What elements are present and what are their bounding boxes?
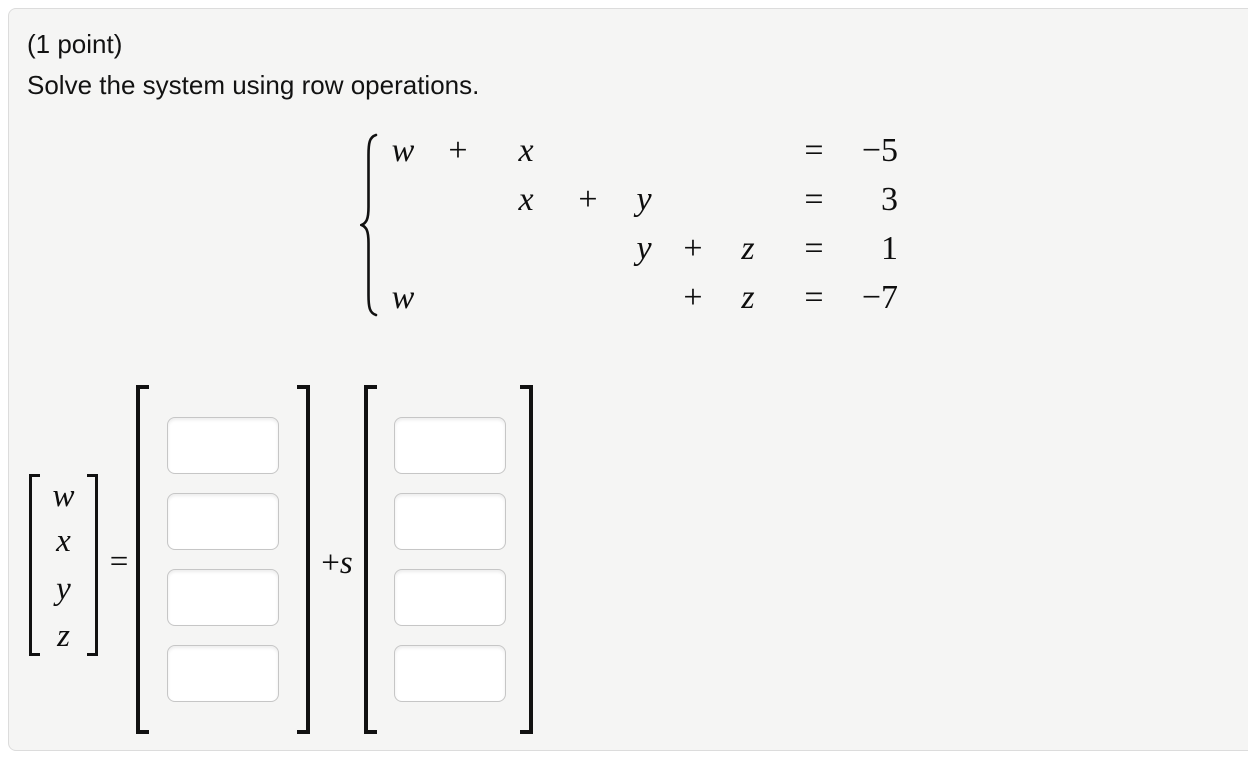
eq-cell: +: [578, 180, 598, 218]
eq-cell: 3: [881, 180, 898, 218]
bracket-right: [297, 385, 310, 734]
eq-cell: [669, 175, 717, 224]
plus-s-term: +s: [314, 545, 360, 581]
eq-cell: =: [804, 180, 824, 218]
eq-cell: −5: [861, 131, 898, 169]
equation-system: w + x = −5 x + y = 3 y + z = 1 w + z = −…: [385, 126, 898, 322]
eq-cell: [669, 126, 717, 175]
eq-cell: z: [741, 278, 755, 316]
variable-vector: w x y z: [29, 474, 98, 656]
system-brace: [360, 133, 378, 317]
eq-cell: −7: [861, 278, 898, 316]
eq-cell: [619, 273, 669, 322]
vector-entry-y: y: [56, 570, 71, 607]
eq-cell: [495, 273, 557, 322]
matrix2-entry-1-input[interactable]: [394, 417, 506, 474]
eq-cell: +: [448, 131, 468, 169]
eq-cell: w: [391, 131, 415, 169]
eq-cell: y: [636, 229, 652, 267]
eq-cell: =: [804, 229, 824, 267]
matrix2-entry-3-input[interactable]: [394, 569, 506, 626]
equals-sign: =: [109, 543, 129, 580]
matrix1-entry-1-input[interactable]: [167, 417, 279, 474]
answer-matrix-1: [136, 385, 310, 734]
problem-prompt: Solve the system using row operations.: [27, 70, 480, 100]
answer-matrix-2: [364, 385, 533, 734]
bracket-right: [87, 474, 98, 656]
vector-entry-z: z: [57, 617, 70, 654]
vector-entry-x: x: [56, 522, 71, 559]
eq-cell: [495, 224, 557, 273]
bracket-left: [364, 385, 377, 734]
eq-cell: [421, 175, 495, 224]
matrix1-entry-2-input[interactable]: [167, 493, 279, 550]
bracket-right: [520, 385, 533, 734]
eq-cell: [421, 273, 495, 322]
matrix2-entry-2-input[interactable]: [394, 493, 506, 550]
eq-cell: z: [741, 229, 755, 267]
eq-cell: +: [683, 229, 703, 267]
vector-entry-w: w: [52, 477, 75, 514]
eq-cell: [557, 126, 619, 175]
eq-cell: [385, 224, 421, 273]
eq-cell: x: [518, 131, 534, 169]
eq-cell: =: [804, 278, 824, 316]
bracket-left: [136, 385, 149, 734]
eq-cell: w: [391, 278, 415, 316]
eq-cell: [717, 175, 779, 224]
eq-cell: +: [683, 278, 703, 316]
eq-cell: [717, 126, 779, 175]
eq-cell: [421, 224, 495, 273]
eq-cell: [557, 224, 619, 273]
eq-cell: 1: [881, 229, 898, 267]
eq-cell: [385, 175, 421, 224]
matrix1-entry-4-input[interactable]: [167, 645, 279, 702]
problem-panel: (1 point) Solve the system using row ope…: [8, 8, 1248, 751]
eq-cell: [619, 126, 669, 175]
eq-cell: =: [804, 131, 824, 169]
matrix2-entry-4-input[interactable]: [394, 645, 506, 702]
eq-cell: x: [518, 180, 534, 218]
plus-sign: +: [321, 544, 340, 581]
points-label: (1 point): [27, 29, 123, 59]
parameter-s: s: [339, 544, 353, 581]
eq-cell: [557, 273, 619, 322]
eq-cell: y: [636, 180, 652, 218]
bracket-left: [29, 474, 40, 656]
matrix1-entry-3-input[interactable]: [167, 569, 279, 626]
